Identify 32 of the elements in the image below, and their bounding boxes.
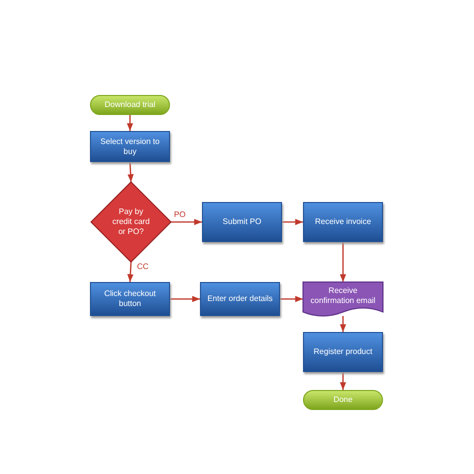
- node-label: Pay by credit card or PO?: [111, 207, 151, 237]
- terminal-pill: [303, 390, 383, 410]
- process-box: [303, 332, 383, 372]
- arrow: [171, 218, 202, 226]
- edge-label: CC: [137, 262, 149, 271]
- node-label: Download trial: [104, 100, 156, 110]
- node-label: Receive confirmation email: [310, 286, 376, 306]
- node-label: Submit PO: [222, 217, 262, 227]
- node-label: Receive invoice: [314, 217, 372, 227]
- arrow: [340, 316, 346, 332]
- process-box: [90, 282, 170, 316]
- process-box: [202, 202, 282, 242]
- edge-label: PO: [174, 210, 186, 219]
- decision-diamond: [91, 182, 171, 262]
- arrow: [126, 115, 134, 131]
- process-box: [303, 202, 383, 242]
- node-label: Enter order details: [207, 294, 273, 304]
- node-label: Register product: [314, 347, 372, 357]
- node-label: Click checkout button: [103, 289, 157, 309]
- arrow: [170, 296, 200, 302]
- terminal-pill: [90, 95, 170, 115]
- arrow: [340, 372, 346, 390]
- process-box: [200, 282, 280, 316]
- arrow: [340, 242, 346, 282]
- arrow: [128, 162, 134, 182]
- node-label: Done: [333, 395, 353, 405]
- arrow: [127, 262, 134, 282]
- document-shape: [303, 282, 383, 316]
- process-box: [90, 131, 170, 162]
- arrow: [280, 296, 303, 302]
- node-label: Select version to buy: [99, 136, 161, 156]
- arrow: [282, 218, 303, 226]
